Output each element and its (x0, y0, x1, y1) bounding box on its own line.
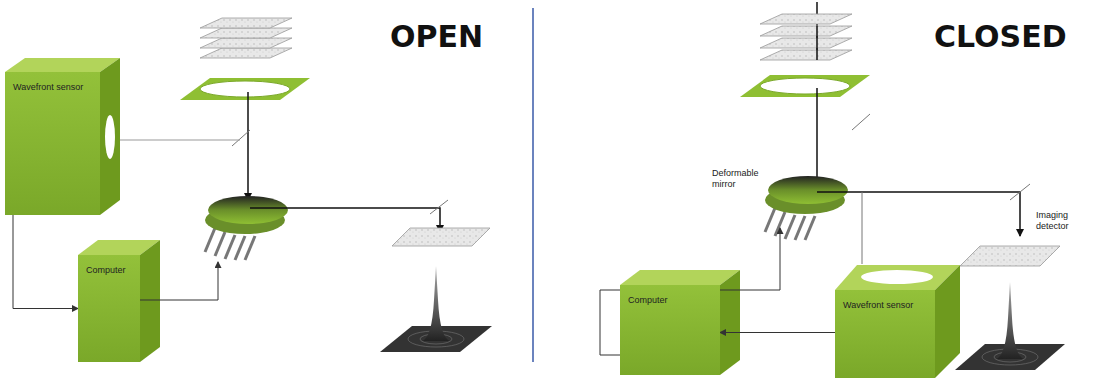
mode-heading: OPEN (390, 20, 530, 54)
computer-box: Computer (78, 255, 140, 362)
part-label: Imaging detector (1036, 210, 1088, 232)
box-label: Computer (78, 255, 140, 286)
computer-box: Computer (620, 285, 720, 375)
mode-heading: CLOSED (934, 20, 1089, 54)
box-label: Wavefront sensor (835, 290, 935, 321)
part-label: Deformable mirror (712, 168, 774, 190)
box-label: Wavefront sensor (5, 72, 100, 103)
signal-line (720, 332, 835, 333)
box-label: Computer (620, 285, 720, 316)
signal-line (13, 215, 78, 309)
sensor-box: Wavefront sensor (5, 72, 100, 215)
sensor-box: Wavefront sensor (835, 290, 935, 378)
